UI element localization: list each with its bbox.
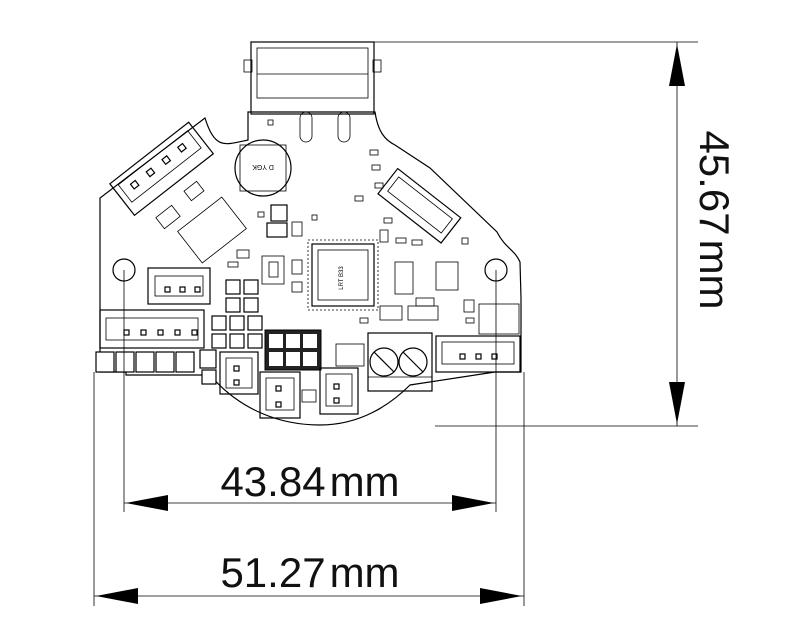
header-bottom-1 [219, 351, 259, 395]
pad-grid [211, 279, 263, 349]
buzzer-label: D YGK [252, 163, 274, 170]
height-unit: mm [691, 240, 738, 310]
connector-top-left [109, 121, 215, 217]
header-left-lower [99, 309, 205, 349]
pin-row-bottom [95, 349, 217, 385]
arrow-right-outer [480, 588, 522, 604]
height-value: 45.67 mm [691, 130, 738, 309]
dimension-outer-width: 51.27mm [93, 372, 525, 606]
header-dark-block [264, 329, 322, 371]
outer-width-unit: mm [330, 549, 400, 596]
arrow-left-inner [126, 495, 168, 511]
inner-width-value: 43.84mm [220, 458, 399, 505]
arrow-right-inner [452, 495, 494, 511]
inner-width-number: 43.84 [220, 458, 325, 505]
dimension-inner-width: 43.84mm [123, 270, 497, 512]
connector-top-right [377, 167, 462, 244]
arrow-left-outer [96, 588, 138, 604]
arrow-down [669, 382, 685, 424]
top-connector [250, 41, 375, 115]
screw-terminal [367, 332, 433, 392]
smd-parts [227, 119, 475, 324]
board-outline [99, 111, 522, 426]
header-bottom-2 [259, 371, 301, 419]
height-number: 45.67 [691, 130, 738, 235]
chip-label: LRT B33 [339, 266, 345, 290]
outer-width-value: 51.27mm [220, 549, 399, 596]
mcu-chip: LRT B33 [307, 239, 379, 311]
buzzer: D YGK [234, 139, 292, 197]
header-bottom-3 [319, 367, 359, 415]
pcb-board: D YGK LRT B33 [95, 41, 522, 426]
inner-width-unit: mm [330, 458, 400, 505]
header-left-upper [147, 267, 211, 305]
outer-width-number: 51.27 [220, 549, 325, 596]
arrow-up [669, 44, 685, 86]
header-right [435, 335, 521, 373]
dimension-height: 45.67 mm [374, 41, 738, 427]
